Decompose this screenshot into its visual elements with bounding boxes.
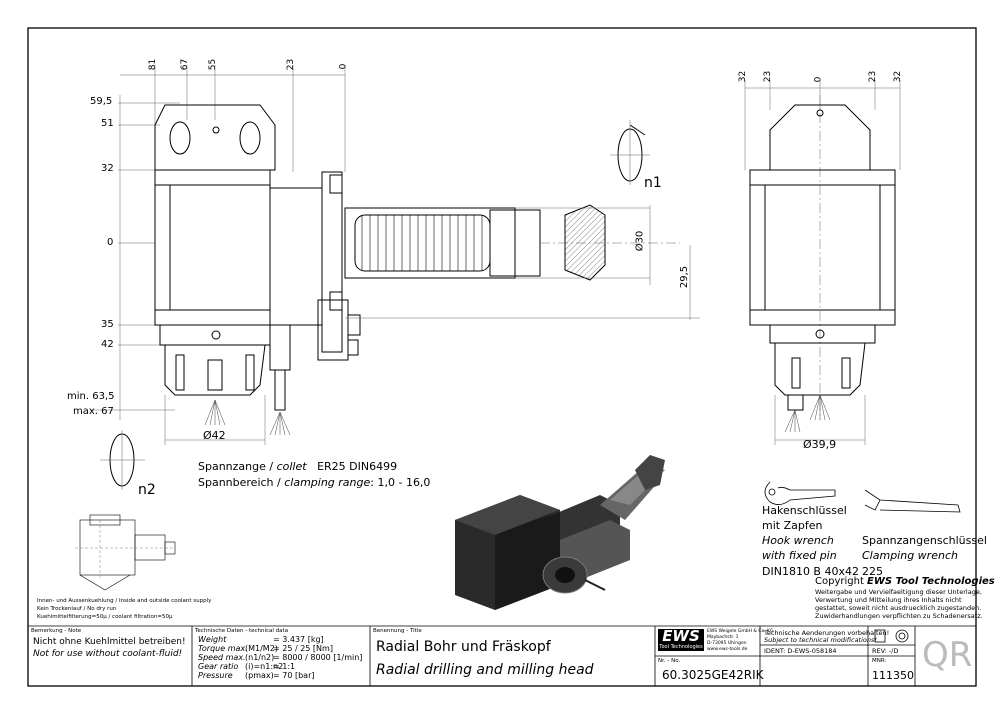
qr-code-placeholder: QR bbox=[922, 635, 973, 675]
tech-row-2-key: Speed max. bbox=[198, 653, 246, 662]
side-view bbox=[744, 80, 901, 445]
dim-front-left-2: 32 bbox=[101, 163, 114, 174]
dim-front-left-3: 0 bbox=[107, 237, 114, 248]
collet-label: Spannzange / bbox=[198, 460, 277, 473]
dim-side-top-0: 32 bbox=[738, 70, 749, 83]
dim-side-top-1: 23 bbox=[763, 70, 774, 83]
company-line-1: Maybachstr. 1 bbox=[707, 635, 739, 640]
copyright-line-1: Verwertung und Mitteilung ihres Inhalts … bbox=[815, 596, 962, 604]
ews-logo-text: EWS bbox=[662, 627, 700, 645]
tech-row-0-val: = 3.437 [kg] bbox=[273, 635, 324, 644]
dim-front-left-0: 59,5 bbox=[90, 96, 113, 107]
title-header: Benennung - Title bbox=[373, 628, 422, 634]
tech-row-2-unit: (n1/n2) bbox=[245, 653, 275, 662]
tech-row-0-key: Weight bbox=[198, 635, 227, 644]
coolant-note-0: Innen- und Aussenkuehlung / Inside and o… bbox=[37, 598, 212, 604]
ews-logo-sub: Tool Technologies bbox=[659, 644, 703, 650]
tech-row-3-val: = 1:1 bbox=[273, 662, 296, 671]
coolant-note-1: Kein Trockenlauf / No dry run bbox=[37, 606, 117, 612]
tech-row-3-key: Gear ratio bbox=[198, 662, 239, 671]
tech-header: Technische Daten - technical data bbox=[195, 628, 289, 634]
range-value: : 1,0 - 16,0 bbox=[370, 476, 431, 489]
company-line-2: D-73095 Uhingen bbox=[707, 641, 747, 646]
clamp-wrench-de: Spannzangenschlüssel bbox=[862, 534, 987, 547]
note-header: Bemerkung - Note bbox=[31, 628, 82, 634]
tech-row-1-val: = 25 / 25 [Nm] bbox=[273, 644, 333, 653]
dim-front-top-2: 55 bbox=[208, 58, 219, 71]
dim-front-top-0: 81 bbox=[148, 58, 159, 71]
dim-max: max. 67 bbox=[73, 406, 114, 417]
hook-wrench-de2: mit Zapfen bbox=[762, 519, 823, 532]
mnr-number: 111350 bbox=[872, 669, 914, 682]
tech-row-3-unit: (i)=n1:n2 bbox=[245, 662, 284, 671]
collet-value: ER25 DIN6499 bbox=[317, 460, 398, 473]
tech-row-4-key: Pressure bbox=[198, 671, 233, 680]
tech-row-1-key: Torque max. bbox=[198, 644, 248, 653]
tech-row-4-val: = 70 [bar] bbox=[273, 671, 315, 680]
changes-de: Technische Aenderungen vorbehalten! bbox=[764, 629, 890, 637]
tech-row-1-unit: (M1/M2) bbox=[245, 644, 278, 653]
title-block-frame bbox=[28, 625, 976, 686]
clamp-wrench-en: Clamping wrench bbox=[862, 549, 958, 562]
title-en: Radial drilling and milling head bbox=[376, 662, 594, 678]
clamp-wrench-no: 225 bbox=[862, 565, 883, 578]
dim-side-top-3: 23 bbox=[868, 70, 879, 83]
tech-row-2-val: = 8000 / 8000 [1/min] bbox=[273, 653, 363, 662]
copyright-line-3: Zuwiderhandlungen verpflichten zu Schade… bbox=[815, 612, 983, 620]
company-line-0: EWS Weigele GmbH & Co. KG bbox=[707, 629, 774, 634]
dim-dia-30: Ø30 bbox=[634, 230, 646, 252]
title-de: Radial Bohr und Fräskopf bbox=[376, 639, 551, 655]
collet-line: Spannzange / collet ER25 DIN6499 bbox=[198, 461, 397, 472]
dim-offset: 29,5 bbox=[679, 265, 691, 289]
dim-side-top-4: 32 bbox=[893, 70, 904, 83]
hook-wrench-din: DIN1810 B 40x42 bbox=[762, 565, 859, 578]
dim-front-top-1: 67 bbox=[180, 58, 191, 71]
revision: REV: -/D bbox=[872, 647, 899, 655]
render-3d bbox=[455, 455, 665, 610]
clamping-wrench-drawing bbox=[864, 489, 961, 513]
dim-front-top-3: 23 bbox=[286, 58, 297, 71]
changes-en: Subject to technical modifications! bbox=[764, 636, 877, 644]
dim-front-left-5: 42 bbox=[101, 339, 114, 350]
mnr-header: MNR: bbox=[872, 658, 887, 664]
range-line: Spannbereich / clamping range: 1,0 - 16,… bbox=[198, 477, 430, 488]
collet-label-en: collet bbox=[276, 460, 307, 473]
hook-wrench-en2: with fixed pin bbox=[762, 549, 837, 562]
copyright-line-2: gestattet, soweit nicht ausdruecklich zu… bbox=[815, 604, 982, 612]
hook-wrench-drawing bbox=[764, 481, 836, 505]
company-line-3: www.ews-tools.de bbox=[707, 647, 748, 652]
range-label-en: clamping range bbox=[284, 476, 371, 489]
tech-row-4-unit: (pmax) bbox=[245, 671, 274, 680]
copyright-brand: EWS Tool Technologies bbox=[867, 576, 995, 587]
dim-side-top-2: 0 bbox=[813, 76, 824, 83]
dim-dia-39-9: Ø39,9 bbox=[803, 438, 837, 451]
dim-front-left-4: 35 bbox=[101, 319, 114, 330]
rotation-n2-label: n2 bbox=[138, 482, 156, 498]
dim-front-top-4: 0 bbox=[338, 63, 349, 70]
dim-min: min. 63,5 bbox=[67, 391, 115, 402]
copyright-line-0: Weitergabe und Vervielfaeltigung dieser … bbox=[815, 588, 982, 596]
dim-dia-42: Ø42 bbox=[203, 429, 226, 442]
hook-wrench-en1: Hook wrench bbox=[762, 534, 834, 547]
copyright-prefix: Copyright bbox=[815, 576, 868, 587]
collet-spacer bbox=[307, 460, 318, 473]
dim-front-left-1: 51 bbox=[101, 118, 114, 129]
range-label: Spannbereich / bbox=[198, 476, 285, 489]
ident: IDENT: D-EWS-058184 bbox=[764, 647, 837, 655]
copyright-title: Copyright EWS Tool Technologies bbox=[815, 577, 995, 587]
ews-logo: EWS Tool Technologies bbox=[658, 629, 704, 651]
front-view bbox=[90, 65, 700, 490]
note-en: Not for use without coolant-fluid! bbox=[33, 649, 183, 659]
hook-wrench-de1: Hakenschlüssel bbox=[762, 504, 847, 517]
coolant-schematic bbox=[75, 514, 176, 591]
part-number: 60.3025GE42RIK bbox=[662, 668, 764, 682]
coolant-note-2: Kuehlmittelfilterung=50μ / coolant filtr… bbox=[37, 614, 173, 620]
rotation-n1-label: n1 bbox=[644, 175, 662, 191]
note-de: Nicht ohne Kuehlmittel betreiben! bbox=[33, 637, 186, 647]
nr-header: Nr. - No. bbox=[658, 658, 681, 664]
